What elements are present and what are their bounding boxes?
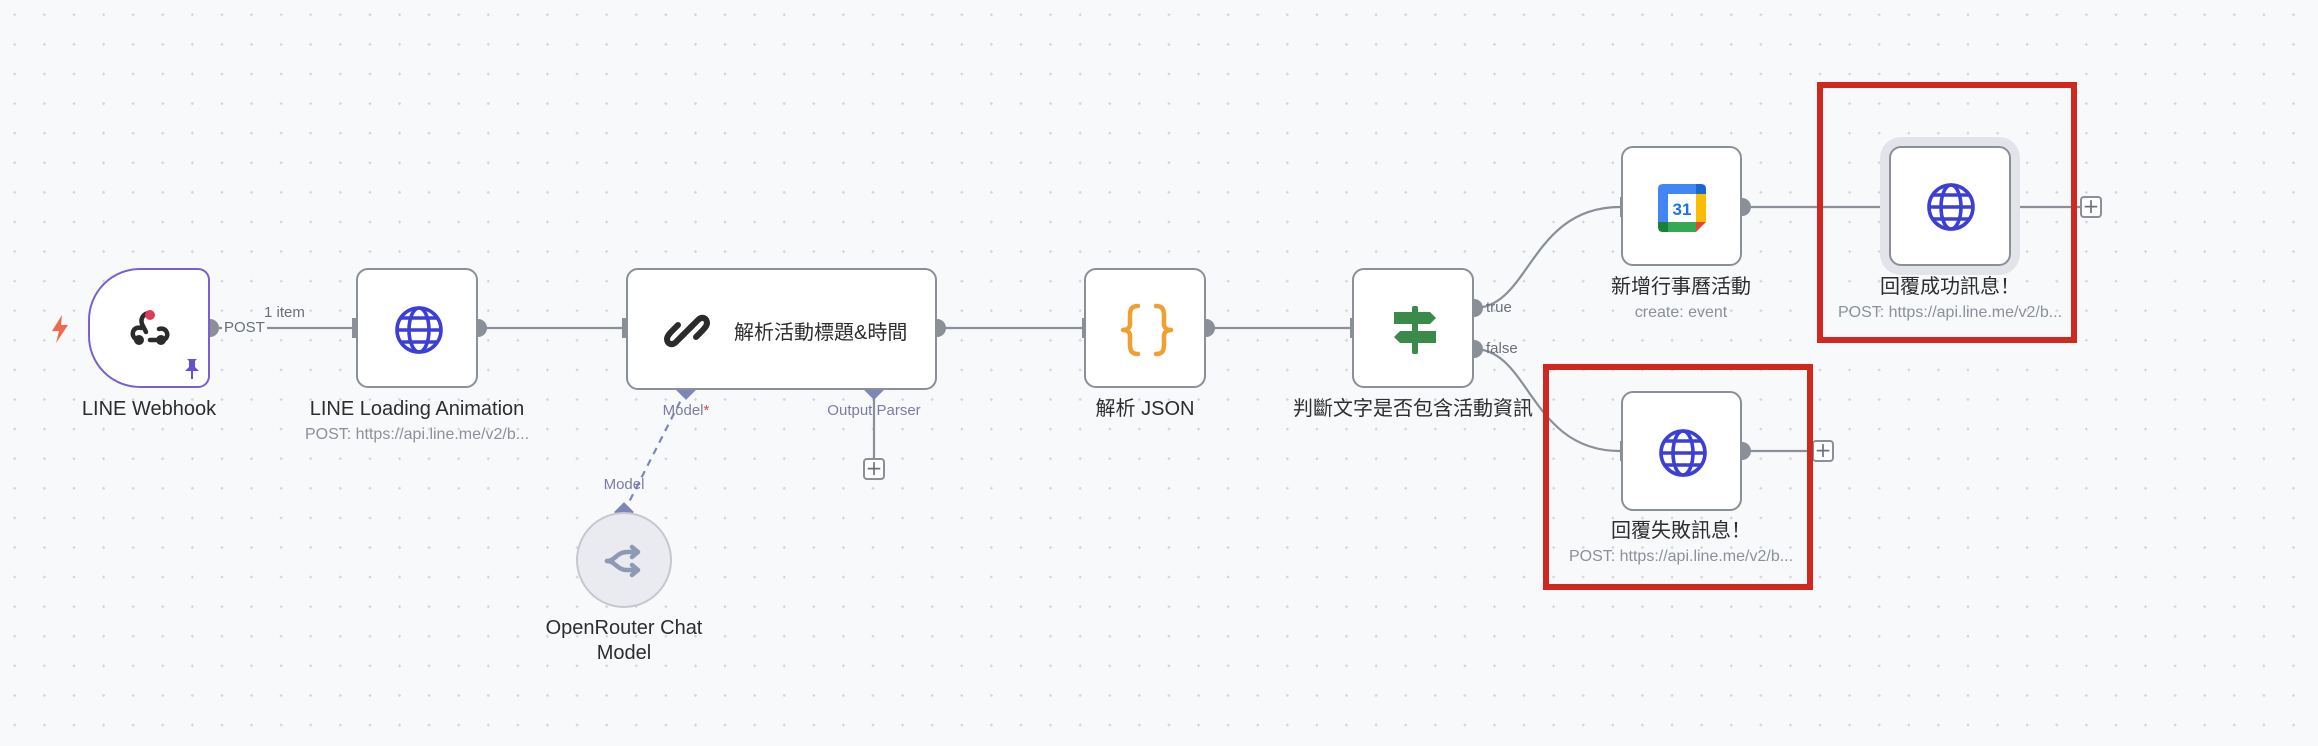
parser-port-label: Output Parser <box>827 402 921 419</box>
webhook-icon <box>130 310 170 345</box>
node-title: 回覆失敗訊息！ <box>1611 520 1751 542</box>
plus-icon: + <box>2082 194 2100 218</box>
plus-icon: + <box>1814 438 1832 462</box>
node-title: LINE Loading Animation <box>309 398 525 420</box>
curly-braces-icon <box>1120 303 1174 357</box>
link-chain-icon <box>663 314 711 348</box>
add-node-button[interactable]: + <box>1812 440 1834 462</box>
false-branch-label: false <box>1486 340 1518 357</box>
node-subtitle: create: event <box>1634 304 1728 321</box>
wire-method-label: POST <box>222 319 267 336</box>
globe-icon <box>395 306 443 354</box>
node-subtitle: POST: https://api.line.me/v2/b... <box>1568 548 1794 565</box>
node-title: 回覆成功訊息！ <box>1880 276 2020 298</box>
node-parse-json[interactable] <box>1084 268 1206 388</box>
node-title: 判斷文字是否包含活動資訊 <box>1293 398 1533 420</box>
globe-icon <box>1659 429 1707 477</box>
openrouter-icon <box>604 544 641 578</box>
add-parser-button[interactable]: + <box>863 458 885 480</box>
node-ai-agent[interactable]: 解析活動標題&時間 <box>626 268 937 390</box>
node-reply-success[interactable] <box>1889 146 2011 266</box>
wire-if-false-to-fail <box>1473 347 1621 453</box>
add-node-button[interactable]: + <box>2080 196 2102 218</box>
google-calendar-icon: 31 <box>1658 184 1706 232</box>
highlight-box-fail <box>1543 364 1813 590</box>
model-port-text: Model <box>662 402 704 419</box>
node-subtitle: POST: https://api.line.me/v2/b... <box>1837 304 2063 321</box>
node-title: OpenRouter Chat Model <box>545 617 703 664</box>
highlight-box-success <box>1817 82 2077 343</box>
required-marker: * <box>703 402 710 419</box>
node-line-webhook[interactable] <box>88 268 210 388</box>
signpost-icon <box>1394 306 1436 354</box>
wire-if-true-to-calendar <box>1473 205 1621 310</box>
pin-icon <box>185 359 199 379</box>
node-title: 新增行事曆活動 <box>1611 276 1751 298</box>
node-reply-fail[interactable] <box>1621 391 1742 511</box>
node-title: 解析活動標題&時間 <box>734 322 908 344</box>
wire-model-to-openrouter <box>623 389 687 513</box>
node-line-loading-animation[interactable] <box>356 268 478 388</box>
node-title: LINE Webhook <box>81 398 217 420</box>
globe-icon <box>1927 183 1975 231</box>
true-branch-label: true <box>1486 299 1512 316</box>
node-if-contains-event[interactable] <box>1352 268 1474 388</box>
calendar-day: 31 <box>1673 200 1692 219</box>
wire-item-count: 1 item <box>264 304 305 321</box>
node-add-calendar-event[interactable]: 31 <box>1621 146 1742 266</box>
openrouter-port-label: Model <box>603 476 645 493</box>
node-title: 解析 JSON <box>1095 398 1195 420</box>
node-openrouter-chat-model[interactable] <box>576 512 672 608</box>
node-subtitle: POST: https://api.line.me/v2/b... <box>304 426 530 443</box>
lightning-bolt-icon <box>52 315 68 343</box>
plus-icon: + <box>865 456 883 480</box>
model-port-label: Model* <box>663 402 710 419</box>
